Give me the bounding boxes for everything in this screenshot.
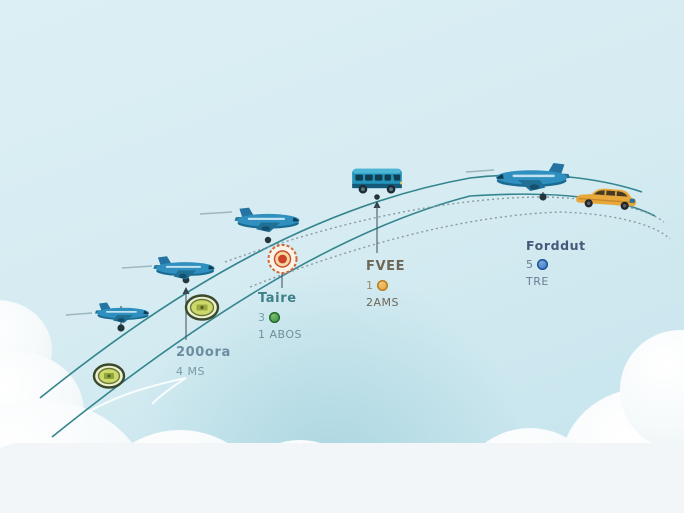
stage3-subtitle: 1 ABOS: [258, 328, 303, 342]
orange-coin-icon: [377, 279, 388, 291]
cash-badge: [92, 363, 126, 389]
white-accent-curve: [77, 377, 187, 419]
contrail-marks: [65, 169, 495, 316]
stage5-title: Forddut: [526, 238, 586, 253]
airplane-icon-large: [496, 163, 570, 192]
stage3-label: Taire 3 1 ABOS: [258, 289, 302, 344]
stage3-title: Taire: [258, 291, 297, 306]
solid-arc-upper: [39, 174, 643, 399]
green-coin-icon: [269, 311, 280, 323]
airplane-icon-2: [234, 207, 300, 233]
seal-badge: [267, 244, 298, 274]
dotted-arc-lower: [249, 211, 671, 288]
stage4-title: FVEE: [366, 259, 406, 274]
stage3-count: 3: [258, 310, 265, 324]
stage4-subtitle: 2AMS: [366, 296, 399, 310]
airplane-icon: [153, 256, 215, 280]
stage5-marker: [539, 192, 547, 201]
stage4-count: 1: [366, 278, 373, 292]
cash-badge-2: [184, 294, 220, 321]
car-icon: [576, 188, 637, 210]
dotted-arc-upper: [224, 196, 665, 263]
stage2-title: 200ora: [176, 345, 231, 360]
airplane-icon-small: [95, 302, 149, 323]
stage5-label: Forddut 5 TRE: [526, 237, 586, 291]
stage5-subtitle: TRE: [526, 275, 549, 289]
cloud-band: [0, 443, 684, 513]
blue-coin-icon: [537, 259, 548, 271]
stage4-marker: [373, 194, 381, 253]
stage4-label: FVEE 1 2AMS: [366, 257, 405, 312]
stage2-marker: [182, 276, 190, 340]
stage2-subtitle: 4 MS: [176, 364, 205, 378]
stage5-count: 5: [526, 257, 533, 271]
stage2-label: 200ora 4 MS: [176, 343, 231, 380]
bus-icon: [352, 168, 403, 194]
